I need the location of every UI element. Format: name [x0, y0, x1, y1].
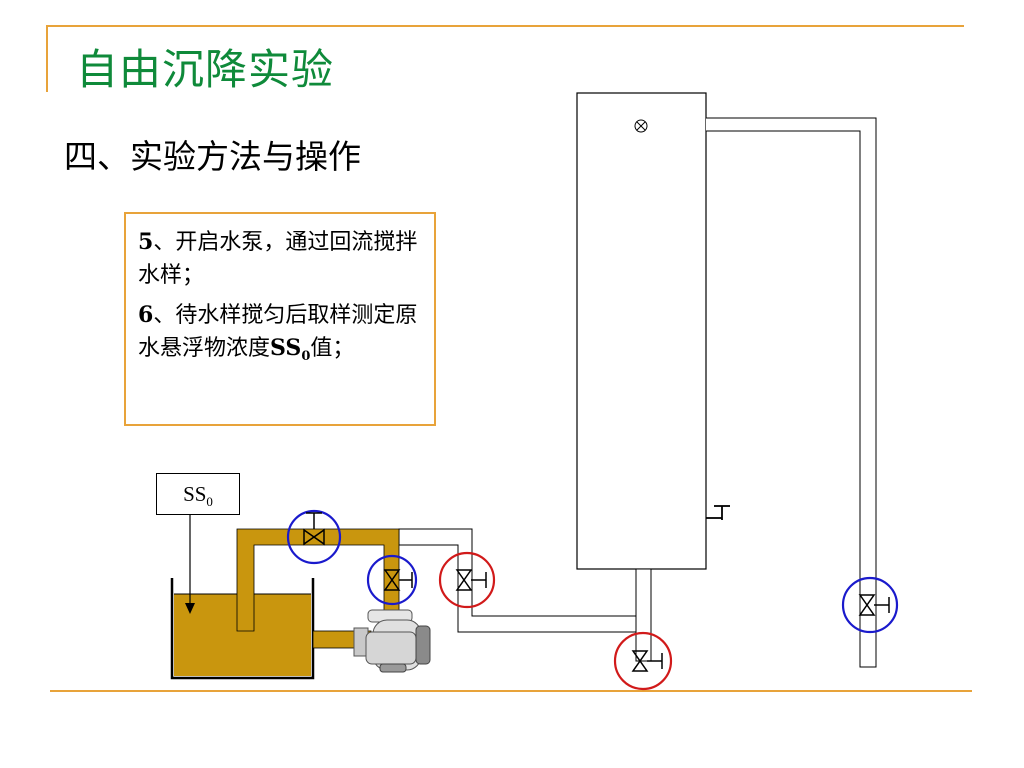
step-6-subscript: 0 [301, 349, 311, 364]
suction-pipe [312, 630, 372, 649]
step-6: 6、待水样搅匀后取样测定原水悬浮物浓度SS0值； [138, 299, 426, 365]
step-6-text: 、待水样搅匀后取样测定原水悬浮物浓度 [138, 303, 418, 361]
step-5-text: 、开启水泵，通过回流搅拌水样； [138, 230, 418, 288]
pump-icon [353, 609, 431, 673]
recirculation-valve-icon [286, 509, 342, 565]
step-5: 5、开启水泵，通过回流搅拌水样； [138, 226, 426, 292]
ss0-label-box: SS0 [156, 473, 240, 515]
top-rule [46, 25, 964, 27]
settling-column [576, 92, 707, 570]
tank-water [174, 594, 311, 676]
ss0-label-subscript: 0 [206, 494, 213, 509]
bottom-rule [50, 690, 972, 692]
drain-valve-icon [613, 631, 673, 691]
feed-pipe [398, 528, 637, 633]
ss0-label-text: SS [183, 482, 207, 506]
step-6-number: 6 [138, 302, 154, 328]
overflow-pipe [706, 117, 877, 668]
feed-valve-icon [438, 551, 496, 609]
slide-title: 自由沉降实验 [76, 45, 335, 94]
section-heading: 四、实验方法与操作 [64, 137, 361, 176]
step-6-quantity: SS [270, 335, 302, 361]
water-tank [170, 578, 315, 680]
recirculation-pipe [236, 528, 400, 632]
overflow-valve-icon [841, 576, 899, 634]
column-top-marker-icon [634, 119, 648, 133]
pump-outlet-valve-icon [366, 554, 418, 606]
left-rule [46, 27, 48, 92]
step-6-text-end: 值； [310, 336, 355, 361]
steps-box: 5、开启水泵，通过回流搅拌水样； 6、待水样搅匀后取样测定原水悬浮物浓度SS0值… [124, 212, 436, 426]
sampling-port-icon [706, 505, 730, 520]
step-5-number: 5 [138, 229, 154, 255]
drain-pipe [635, 568, 652, 662]
